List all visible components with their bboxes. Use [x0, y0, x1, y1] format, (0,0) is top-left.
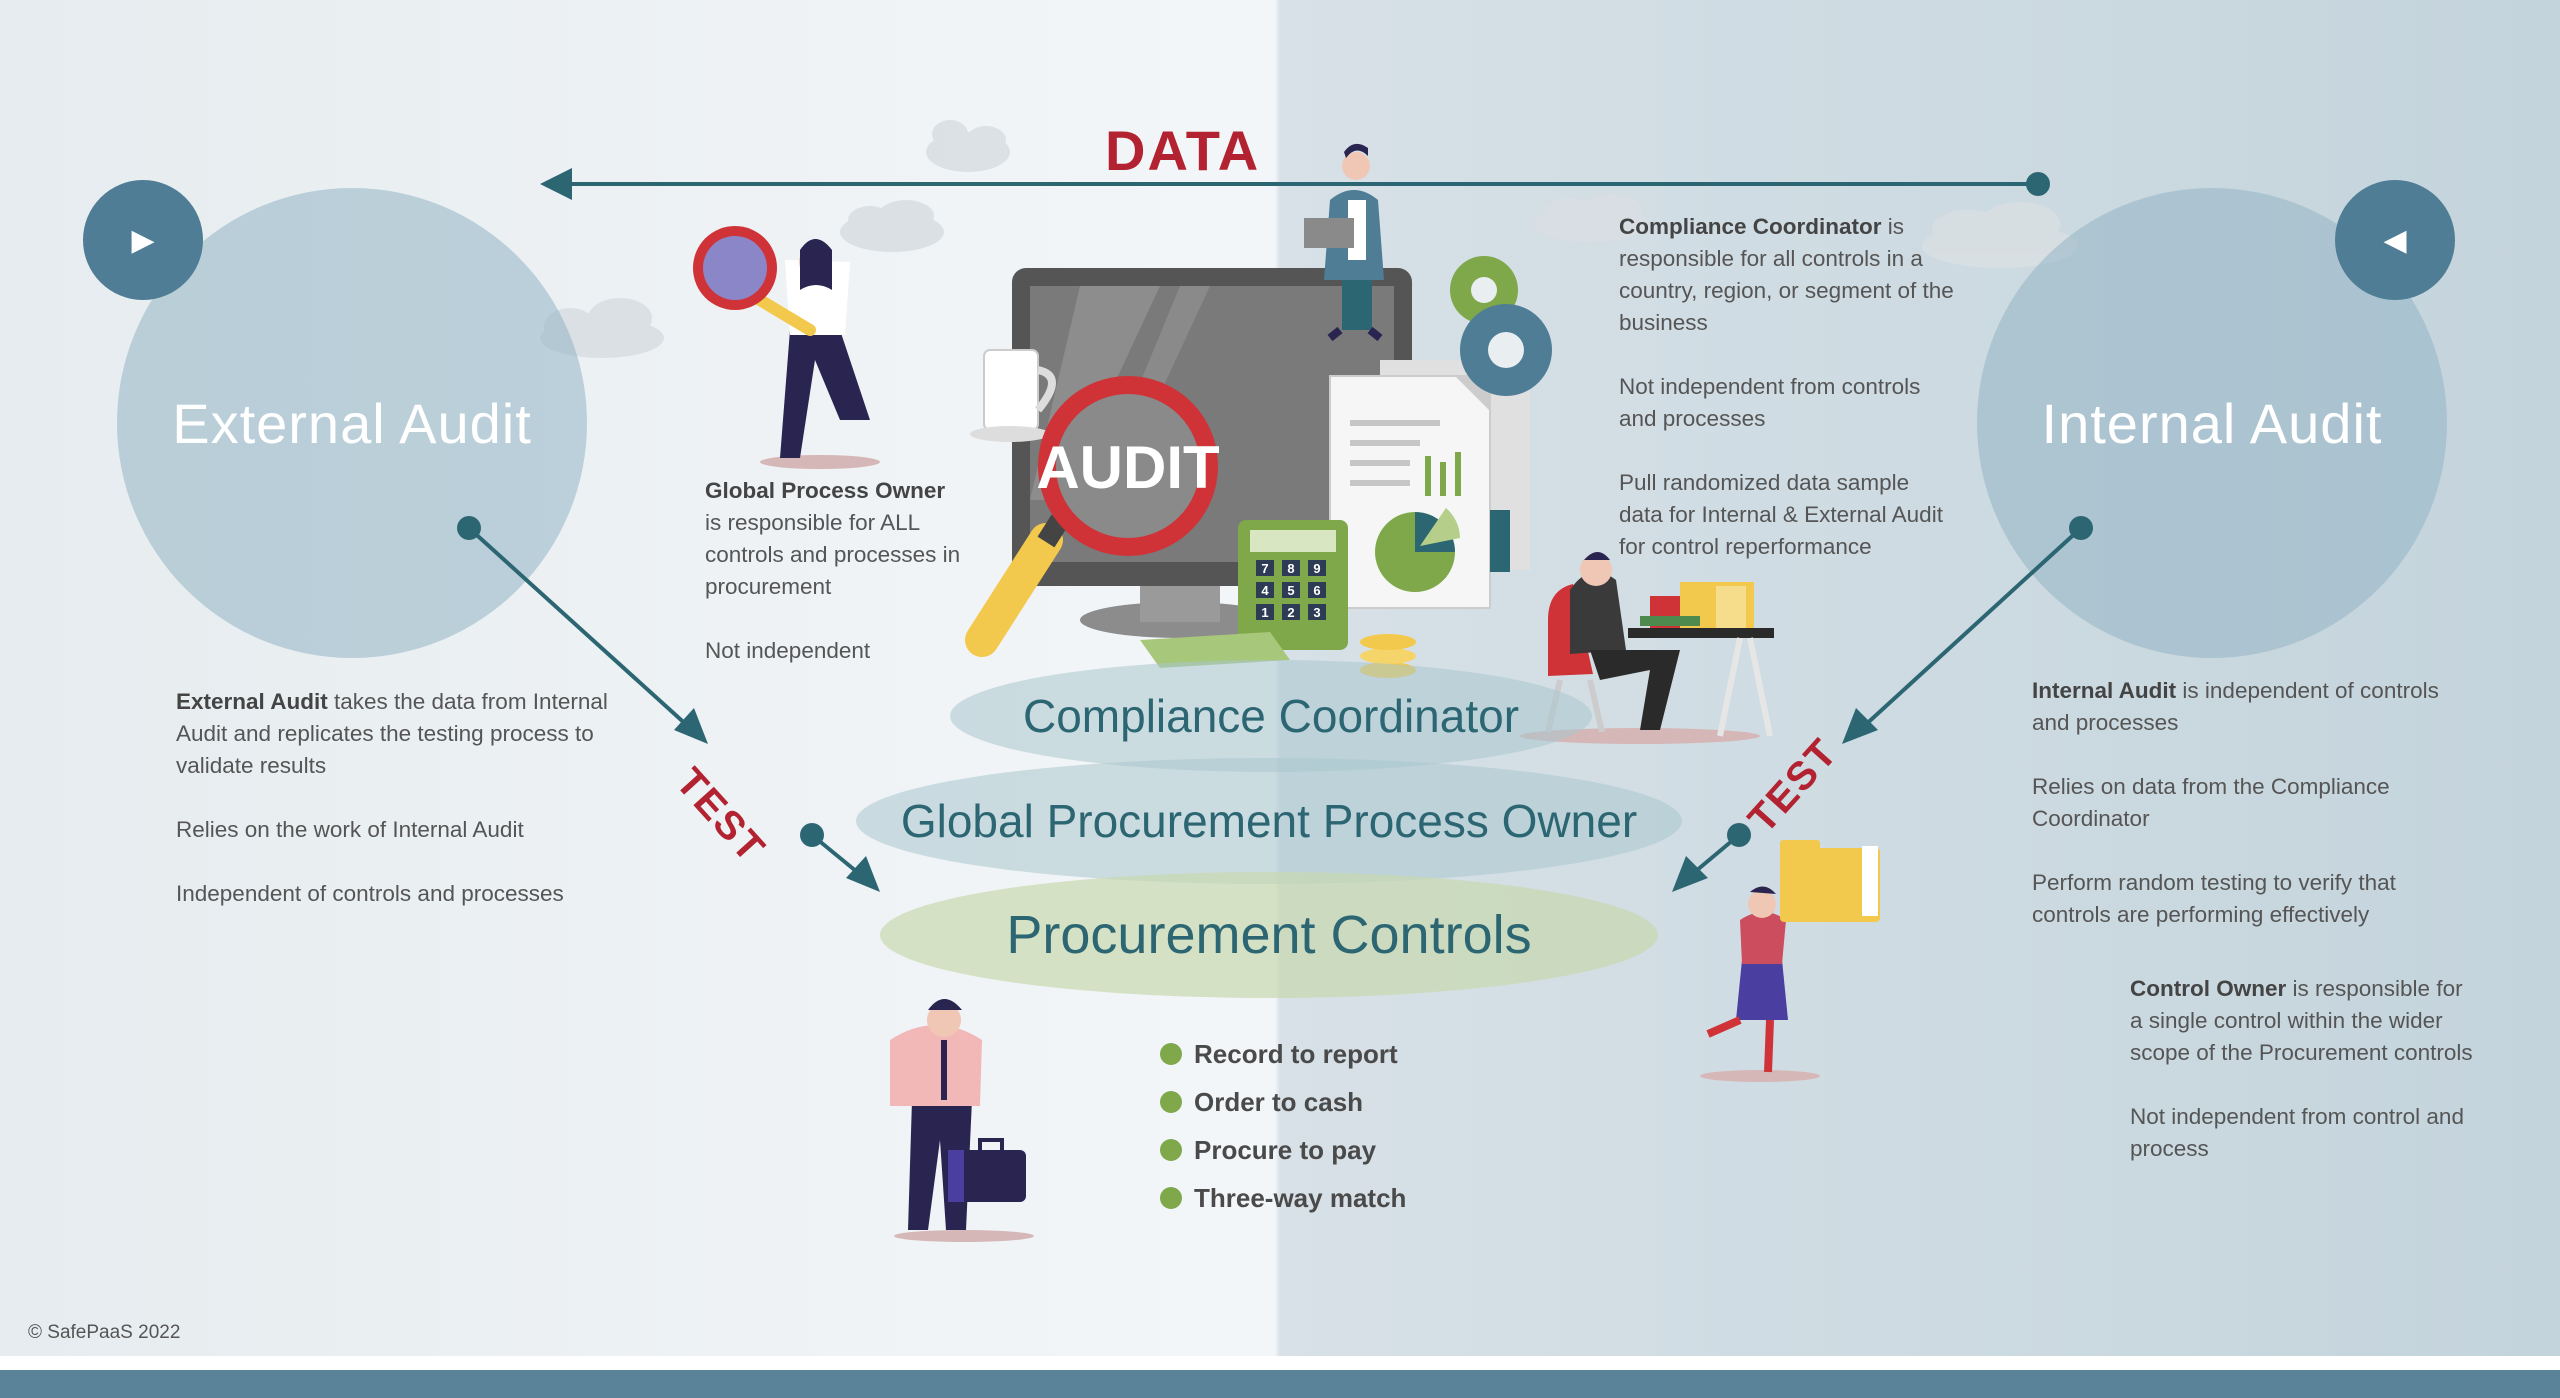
list-item: Three-way match	[1160, 1174, 1406, 1222]
global-process-owner-description: Global Process Owner is responsible for …	[705, 475, 965, 667]
man-laptop-figure	[1304, 143, 1384, 342]
calc-key: 8	[1287, 561, 1294, 576]
man-desk-figure	[1520, 552, 1774, 744]
play-back-button[interactable]: ◀	[2335, 180, 2455, 300]
calc-key: 4	[1261, 583, 1269, 598]
external-audit-description: External Audit takes the data from Inter…	[176, 686, 616, 910]
cc-bold: Compliance Coordinator	[1619, 214, 1882, 239]
internal-audit-desc-bold: Internal Audit	[2032, 678, 2177, 703]
control-owner-bold: Control Owner	[2130, 976, 2287, 1001]
ellipse-procurement-controls-label: Procurement Controls	[1006, 905, 1532, 965]
footer-bar	[0, 1370, 2560, 1398]
internal-audit-point3: Perform random testing to verify that co…	[2032, 870, 2396, 927]
cc-rest: is responsible for all controls in a cou…	[1619, 214, 1954, 335]
play-forward-button[interactable]: ▶	[83, 180, 203, 300]
calc-key: 5	[1287, 583, 1294, 598]
calc-key: 6	[1313, 583, 1320, 598]
list-item: Procure to pay	[1160, 1126, 1406, 1174]
list-item: Record to report	[1160, 1030, 1406, 1078]
ellipse-global-procurement-owner: Global Procurement Process Owner	[856, 758, 1682, 884]
calc-key: 9	[1313, 561, 1320, 576]
data-label: DATA	[1105, 119, 1261, 182]
calc-key: 2	[1287, 605, 1294, 620]
calc-key: 3	[1313, 605, 1320, 620]
process-list: Record to report Order to cash Procure t…	[1160, 1030, 1406, 1222]
gpo-point2: Not independent	[705, 638, 871, 663]
external-audit-desc-rest: takes the data from Internal Audit and r…	[176, 689, 608, 778]
external-audit-title: External Audit	[172, 391, 532, 455]
man-briefcase-figure	[890, 999, 1034, 1242]
bullet-dot-icon	[1160, 1043, 1182, 1065]
compliance-coordinator-description: Compliance Coordinator is responsible fo…	[1619, 211, 1959, 563]
play-back-icon: ◀	[2383, 223, 2407, 257]
internal-audit-desc-rest: is independent of controls and processes	[2032, 678, 2439, 735]
play-icon: ▶	[131, 223, 155, 257]
calc-key: 7	[1261, 561, 1268, 576]
control-owner-rest: is responsible for a single control with…	[2130, 976, 2473, 1065]
list-item: Order to cash	[1160, 1078, 1406, 1126]
internal-audit-description: Internal Audit is independent of control…	[2032, 675, 2452, 931]
bullet-dot-icon	[1160, 1139, 1182, 1161]
external-audit-point3: Independent of controls and processes	[176, 881, 564, 906]
internal-audit-point2: Relies on data from the Compliance Coord…	[2032, 774, 2390, 831]
external-audit-desc-bold: External Audit	[176, 689, 328, 714]
internal-audit-title: Internal Audit	[2041, 391, 2383, 455]
cc-point2: Not independent from controls and proces…	[1619, 374, 1921, 431]
gpo-bold: Global Process Owner	[705, 478, 946, 503]
gpo-rest: is responsible for ALL controls and proc…	[705, 510, 961, 599]
ellipse-compliance-coordinator-label: Compliance Coordinator	[1022, 690, 1520, 742]
woman-magnifier-figure	[693, 226, 880, 469]
calc-key: 1	[1261, 605, 1268, 620]
external-audit-point2: Relies on the work of Internal Audit	[176, 817, 524, 842]
ellipse-procurement-controls: Procurement Controls	[880, 872, 1658, 998]
audit-badge-text: AUDIT	[1036, 434, 1219, 501]
bullet-dot-icon	[1160, 1091, 1182, 1113]
control-owner-point2: Not independent from control and process	[2130, 1104, 2464, 1161]
ellipse-global-procurement-owner-label: Global Procurement Process Owner	[900, 795, 1638, 847]
cc-point3: Pull randomized data sample data for Int…	[1619, 470, 1943, 559]
footer-gap	[0, 1356, 2560, 1370]
control-owner-description: Control Owner is responsible for a singl…	[2130, 973, 2480, 1165]
bullet-dot-icon	[1160, 1187, 1182, 1209]
ellipse-compliance-coordinator: Compliance Coordinator	[950, 660, 1592, 772]
copyright-text: © SafePaaS 2022	[28, 1322, 181, 1343]
woman-folder-figure	[1700, 840, 1880, 1082]
